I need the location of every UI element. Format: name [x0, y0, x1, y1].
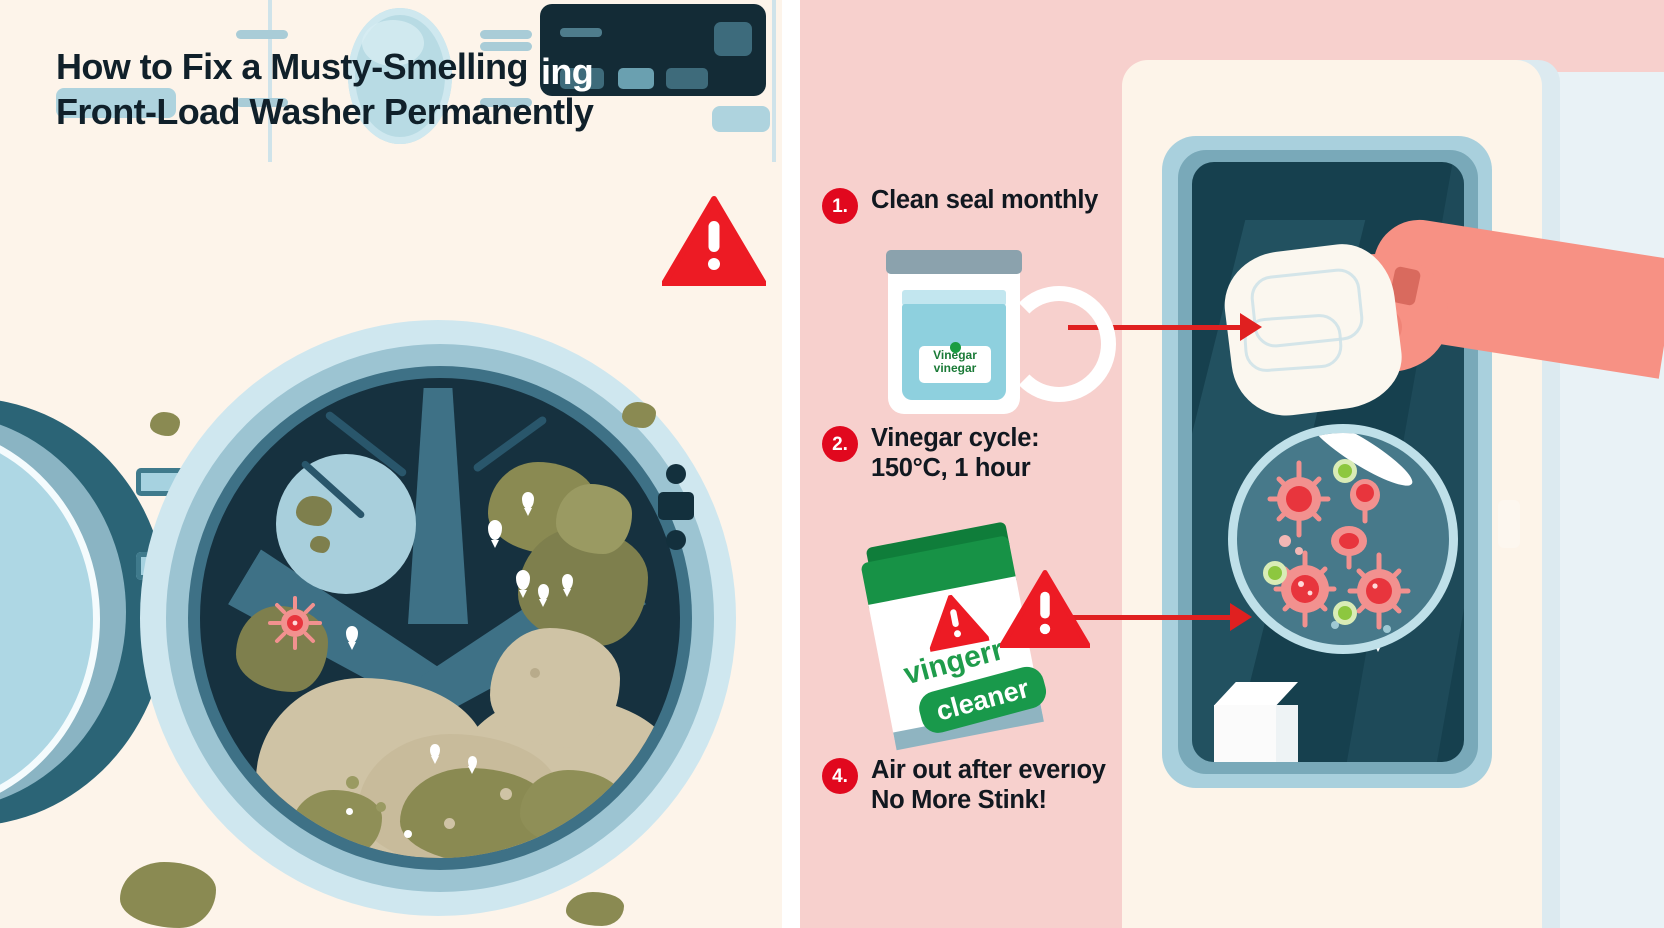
title-line-2: Front-Load Washer Permanently — [56, 91, 594, 132]
title-line-1: How to Fix a Musty-Smelling — [56, 46, 528, 87]
cube-front — [1214, 705, 1276, 762]
program-button[interactable] — [618, 68, 654, 89]
dial-tick — [480, 42, 532, 51]
red-arrow-icon — [1068, 325, 1244, 330]
display-square — [714, 22, 752, 56]
mold-patch — [292, 790, 382, 856]
red-arrow-head — [1240, 313, 1262, 341]
display-bar — [560, 28, 602, 37]
bubble-speck — [404, 830, 412, 838]
mold-speck — [444, 818, 455, 829]
panel-divider — [782, 0, 800, 928]
step-1-label: Clean seal monthly — [871, 186, 1099, 214]
step-2: 2. Vinegar cycle: 150°C, 1 hour — [822, 424, 1142, 483]
mold-speck — [530, 668, 540, 678]
step-4-number: 4. — [822, 758, 858, 794]
washer-background-wall — [1542, 72, 1664, 928]
spore-dot — [1263, 561, 1287, 585]
mold-speck — [346, 776, 359, 789]
page-title: How to Fix a Musty-Smelling Front-Load W… — [56, 44, 776, 134]
mold-speck — [500, 788, 512, 800]
mold-speck — [376, 802, 386, 812]
drum-vane — [408, 388, 468, 624]
washer-door-opening[interactable] — [1192, 162, 1464, 762]
washer-front-face — [0, 162, 782, 928]
mug-lid — [886, 250, 1022, 274]
right-panel: 1. Clean seal monthly Vinegar vinegar 2.… — [800, 0, 1664, 928]
mold-patch-bezel — [622, 402, 656, 428]
step-2-number: 2. — [822, 426, 858, 462]
spore-dot — [1333, 601, 1357, 625]
water-drop-icon — [468, 756, 477, 769]
spore-dot — [1333, 459, 1357, 483]
warning-triangle-icon — [1000, 570, 1090, 648]
washer-display-panel[interactable] — [540, 4, 766, 96]
dial-tick — [236, 30, 288, 39]
door-latch-dot-bottom — [666, 530, 686, 550]
panel-chip — [712, 106, 770, 132]
cleaner-bottle-icon: vingerr cleaner — [854, 517, 1066, 755]
germ-icon — [268, 596, 322, 655]
cube-top — [1214, 682, 1298, 706]
step-4-label: Air out after everıoy No More Stink! — [871, 756, 1106, 814]
cube-side — [1276, 705, 1298, 762]
red-arrow-icon — [1068, 615, 1234, 620]
step-1-number: 1. — [822, 188, 858, 224]
mold-patch — [296, 496, 332, 526]
mug-label-line-1: Vinegar — [933, 348, 977, 362]
washer-drum[interactable] — [200, 378, 680, 858]
mold-patch — [310, 536, 330, 553]
mold-speck — [568, 708, 580, 720]
dial-tick — [236, 98, 288, 107]
panel-seam-left — [268, 0, 272, 162]
step-4: 4. Air out after everıoy No More Stink! — [822, 756, 1152, 815]
mold-patch-bezel — [120, 862, 216, 928]
washer-dial-icon[interactable] — [348, 8, 452, 144]
dial-tick — [480, 98, 532, 107]
petri-dish-germs-icon — [1228, 424, 1458, 654]
mold-patch-bezel — [566, 892, 624, 926]
panel-seam-right — [772, 0, 776, 162]
red-arrow-head — [1230, 603, 1252, 631]
warning-triangle-icon — [921, 589, 991, 656]
mold-patch-bezel — [150, 412, 180, 436]
detergent-tablet-icon — [1214, 682, 1324, 762]
mug-liquid-surface — [902, 290, 1006, 306]
water-drop-icon — [430, 744, 440, 758]
mold-patch — [520, 770, 624, 848]
panel-chip — [56, 88, 176, 118]
dial-tick — [480, 30, 532, 39]
mug-label-line-2: vinegar — [933, 360, 977, 375]
door-latch-dot-top — [666, 464, 686, 484]
mold-patch — [556, 484, 632, 554]
title-overlap-ing: ing — [541, 51, 594, 92]
program-button[interactable] — [666, 68, 708, 89]
left-panel: How to Fix a Musty-Smelling Front-Load W… — [0, 0, 782, 928]
step-1: 1. Clean seal monthly — [822, 186, 1122, 224]
bubble-speck — [346, 808, 353, 815]
warning-triangle-icon — [662, 196, 766, 286]
mug-label: Vinegar vinegar — [919, 346, 991, 383]
scum-patch — [490, 628, 620, 748]
mug-label-dot — [950, 342, 961, 353]
drum-hub — [276, 454, 416, 594]
door-latch[interactable] — [658, 492, 694, 520]
step-2-label: Vinegar cycle: 150°C, 1 hour — [871, 424, 1040, 482]
washer-control-panel-area — [0, 0, 782, 165]
vinegar-mug-icon: Vinegar vinegar — [880, 250, 1140, 414]
washer-door-handle[interactable] — [1498, 500, 1520, 548]
program-button[interactable] — [560, 68, 604, 89]
